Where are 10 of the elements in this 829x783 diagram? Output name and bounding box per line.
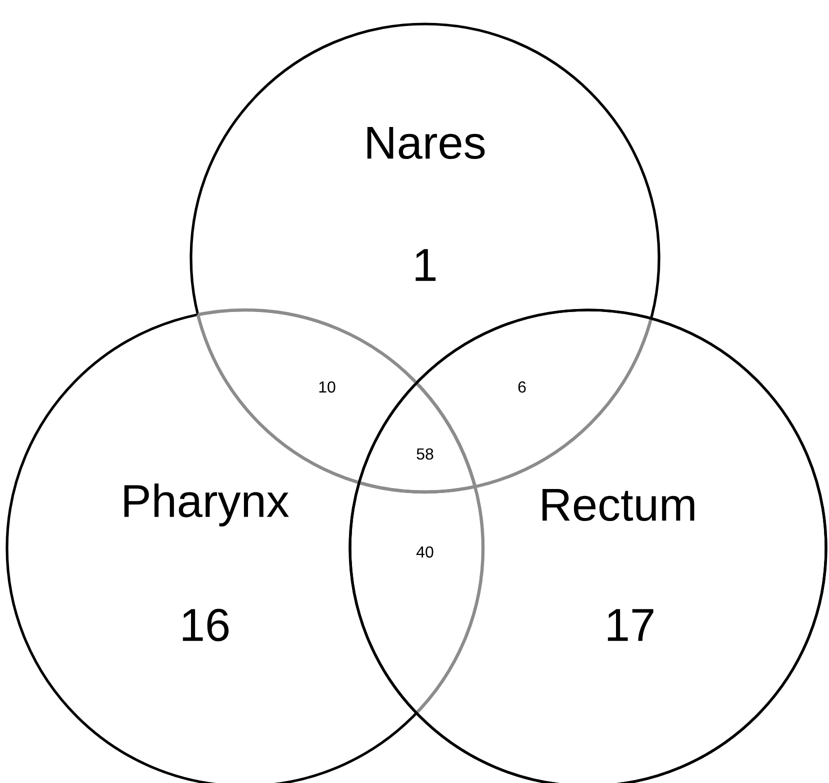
count: 16	[182, 608, 229, 642]
overlap-count: 6	[518, 381, 526, 393]
count: 17	[608, 609, 654, 641]
overlap-count: 40	[416, 546, 434, 558]
overlap-count: 10	[319, 381, 336, 393]
set-name: Rectum	[542, 488, 694, 522]
set-name: Pharynx	[124, 484, 289, 526]
overlap-count: 58	[416, 448, 434, 460]
count: 1	[416, 249, 436, 281]
set-name: Nares	[367, 126, 485, 160]
